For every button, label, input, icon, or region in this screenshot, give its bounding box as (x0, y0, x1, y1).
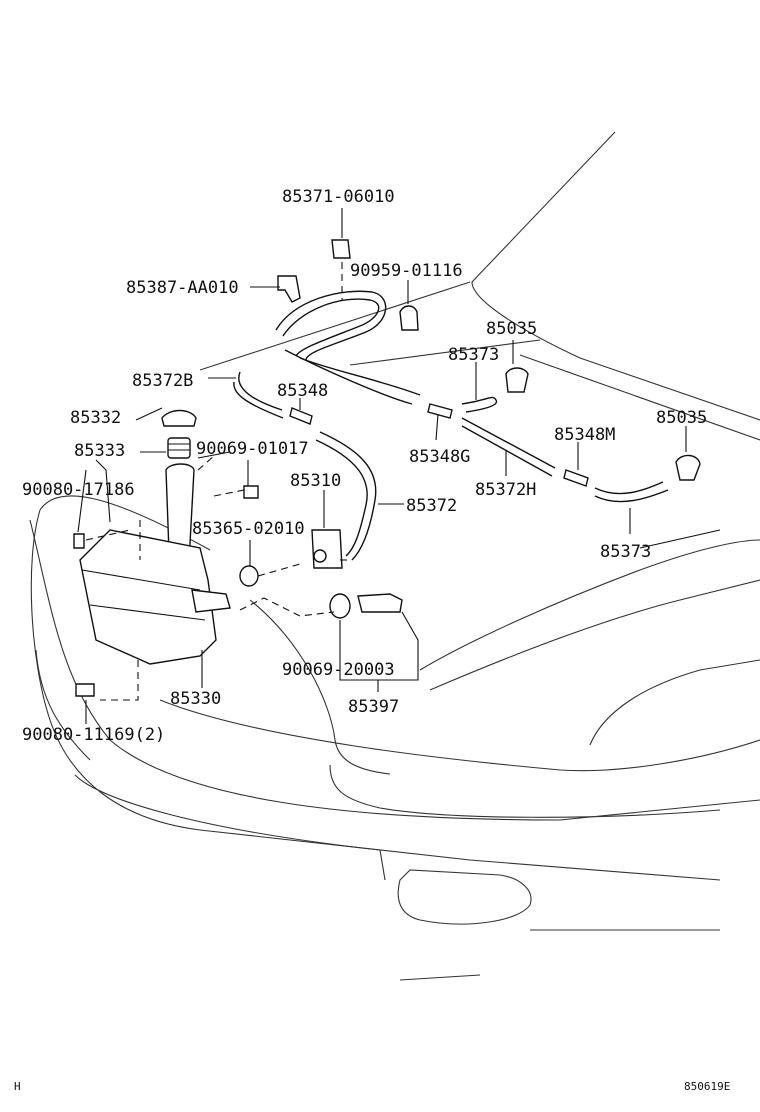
washer-hoses (233, 290, 669, 561)
label-85365-02010: 85365-02010 (192, 519, 305, 539)
label-90080-17186: 90080-17186 (22, 480, 135, 500)
footer-right-code: 850619E (684, 1080, 730, 1093)
label-85387-AA010: 85387-AA010 (126, 278, 239, 298)
label-85332: 85332 (70, 408, 121, 428)
label-85373-upper: 85373 (448, 345, 499, 365)
label-90069-20003: 90069-20003 (282, 660, 395, 680)
label-85348G: 85348G (409, 447, 470, 467)
label-85372H: 85372H (475, 480, 536, 500)
leader-lines (77, 208, 721, 724)
part-labels: 85371-06010 90959-01116 85387-AA010 8503… (22, 187, 707, 745)
label-85330: 85330 (170, 689, 221, 709)
label-90080-11169: 90080-11169(2) (22, 725, 165, 745)
label-85397: 85397 (348, 697, 399, 717)
label-85372B: 85372B (132, 371, 193, 391)
label-85371-06010: 85371-06010 (282, 187, 395, 207)
label-85333: 85333 (74, 441, 125, 461)
label-85035-upper: 85035 (486, 319, 537, 339)
washer-parts (73, 239, 701, 697)
footer-left-code: H (14, 1080, 21, 1093)
label-85310: 85310 (290, 471, 341, 491)
label-85372: 85372 (406, 496, 457, 516)
label-85035-right: 85035 (656, 408, 707, 428)
label-85373-lower: 85373 (600, 542, 651, 562)
label-85348: 85348 (277, 381, 328, 401)
label-90959-01116: 90959-01116 (350, 261, 463, 281)
vehicle-body-outline (29, 131, 760, 981)
label-90069-01017: 90069-01017 (196, 439, 309, 459)
label-85348M: 85348M (554, 425, 615, 445)
